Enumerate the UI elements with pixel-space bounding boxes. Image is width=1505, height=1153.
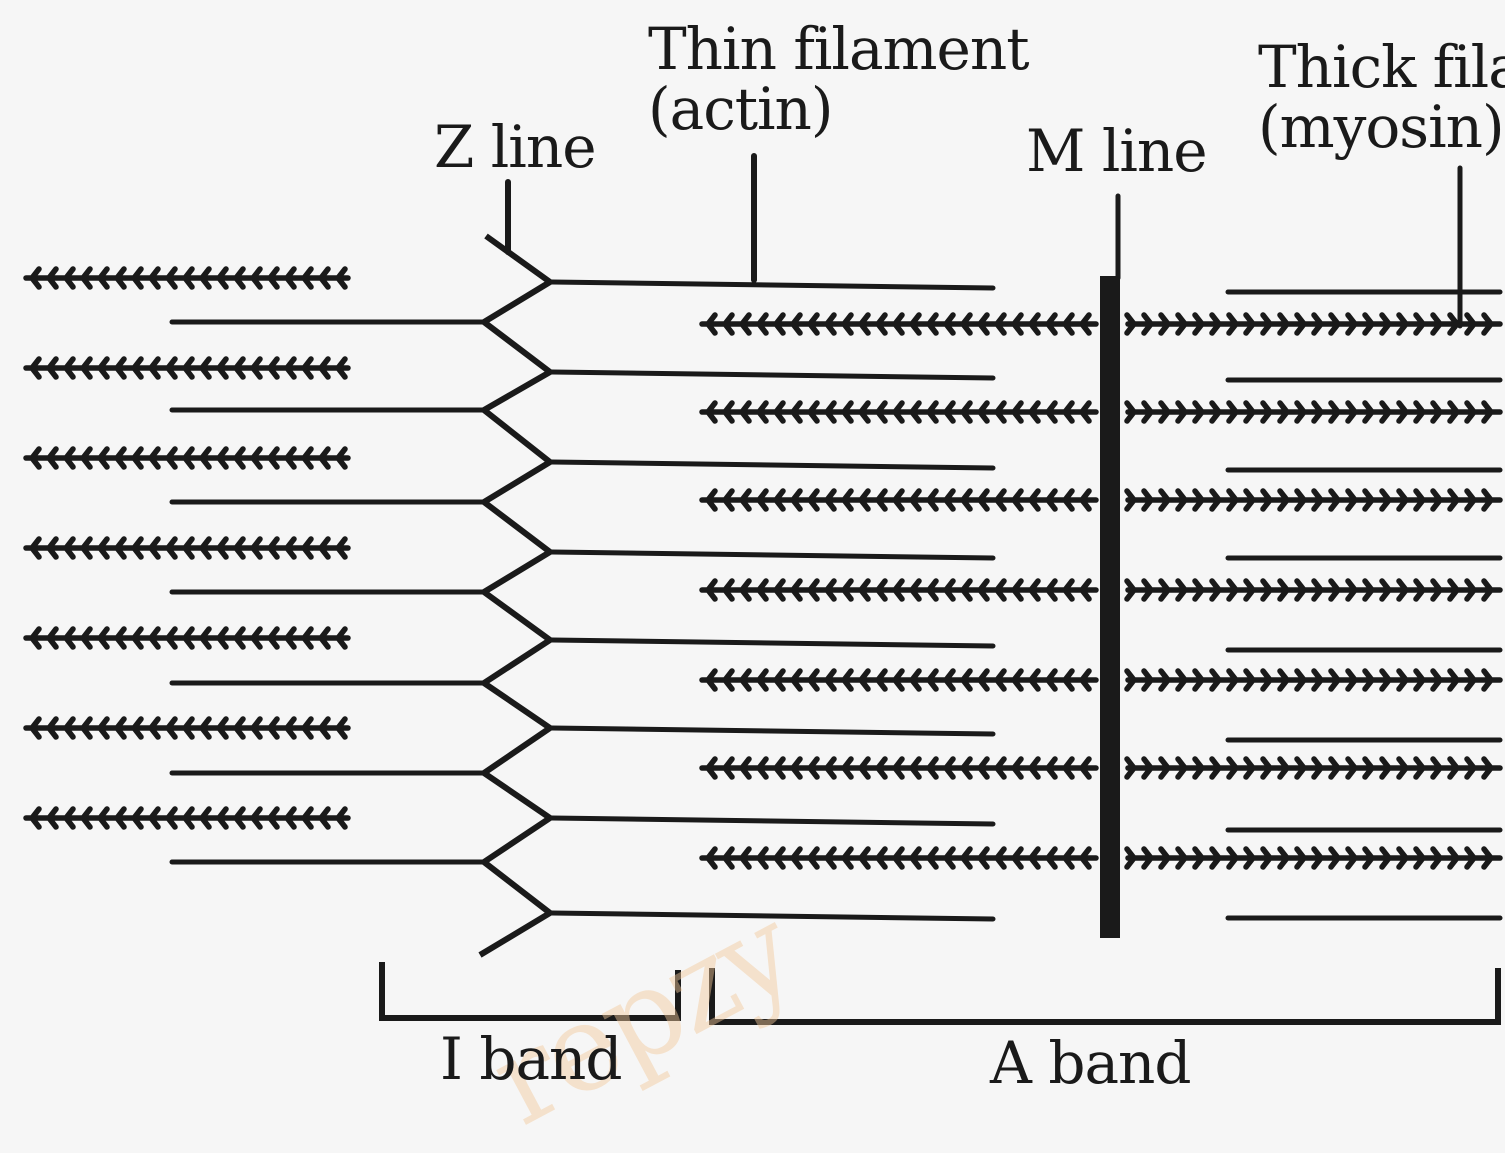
sarcomere-diagram: repzy Z line Thin filament (actin) M lin… (23, 15, 1505, 1153)
thick-filament-left (23, 446, 351, 470)
thick-filament-right-half (1124, 312, 1503, 336)
thin-filament-right (549, 637, 996, 649)
thick-filament-left-half (699, 668, 1099, 692)
z-line-label: Z line (434, 113, 597, 181)
z-line (478, 233, 556, 958)
thin-filament-right (549, 369, 996, 381)
thick-filament-left-half (699, 756, 1099, 780)
thick-filament-right-half (1124, 578, 1503, 602)
m-line (1100, 276, 1120, 938)
thin-filament-right (549, 910, 996, 922)
thin-filament-sublabel: (actin) (648, 75, 834, 143)
thick-filament-right-half (1124, 488, 1503, 512)
thick-filament-sublabel: (myosin) (1258, 93, 1505, 161)
thin-filament-right (549, 279, 996, 291)
thick-filament-left-half (699, 400, 1099, 424)
thick-filament-left (23, 806, 351, 830)
thick-filament-left-half (699, 578, 1099, 602)
thick-filament-left (23, 266, 351, 290)
thick-filament-left (23, 716, 351, 740)
a-band-label: A band (990, 1029, 1192, 1097)
thin-filament-right (549, 815, 996, 827)
thin-filament-right (549, 549, 996, 561)
i-band-label: I band (440, 1025, 623, 1093)
thick-filament-left (23, 536, 351, 560)
thick-filament-left-half (699, 312, 1099, 336)
thick-filament-right-half (1124, 668, 1503, 692)
sarcomere-drawing (23, 153, 1503, 1025)
thick-filament-label: Thick fila (1258, 33, 1505, 101)
thick-filament-left-half (699, 488, 1099, 512)
thick-filament-right-half (1124, 846, 1503, 870)
thin-filament-right (549, 725, 996, 737)
thin-filament-right (549, 459, 996, 471)
m-line-label: M line (1026, 117, 1208, 185)
thin-filament-label: Thin filament (648, 15, 1030, 83)
a-band-bracket (709, 968, 1501, 1025)
thick-filament-right-half (1124, 756, 1503, 780)
thick-filament-left-half (699, 846, 1099, 870)
thick-filament-left (23, 356, 351, 380)
i-band-bracket (379, 962, 681, 1021)
thick-filament-left (23, 626, 351, 650)
thick-filament-right-half (1124, 400, 1503, 424)
